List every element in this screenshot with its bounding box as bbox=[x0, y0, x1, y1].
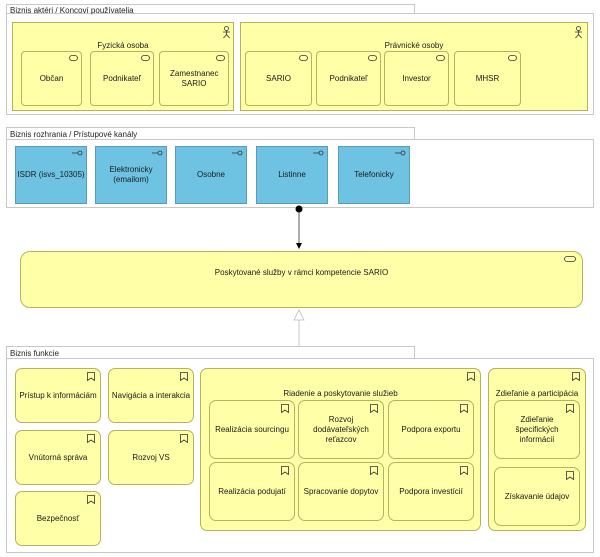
channel-listinne[interactable]: Listinne bbox=[256, 146, 328, 204]
functions-group-tab bbox=[6, 346, 415, 359]
actor-icon bbox=[223, 26, 230, 39]
function-label: Zdieľanie špecifických informácií bbox=[515, 414, 559, 444]
function-label: Navigácia a interakcia bbox=[111, 390, 191, 400]
channel-label: Elektronicky (emailom) bbox=[109, 165, 153, 184]
service-box[interactable]: Poskytované služby v rámci kompetencie S… bbox=[20, 251, 583, 308]
actors-group-title: Biznis aktéri / Koncoví používatelia bbox=[10, 6, 134, 15]
channel-label: Telefonicky bbox=[354, 170, 394, 179]
actor-icon bbox=[575, 26, 582, 39]
interface-icon bbox=[232, 150, 243, 156]
actor-role-podnikatel[interactable]: Podnikateľ bbox=[90, 51, 154, 106]
role-label: Občan bbox=[39, 73, 64, 83]
function-icon bbox=[460, 404, 468, 413]
function-icon bbox=[566, 404, 574, 413]
function-label: Podpora exportu bbox=[401, 424, 461, 434]
actor-role-zamestnanec[interactable]: Zamestnanec SARIO bbox=[159, 51, 229, 106]
role-label: Investor bbox=[402, 73, 431, 83]
channels-group-tab bbox=[6, 127, 415, 140]
role-icon bbox=[299, 55, 308, 61]
function-bezpecnost[interactable]: Bezpečnosť bbox=[15, 491, 101, 546]
role-icon bbox=[508, 55, 517, 61]
function-label: Získavanie údajov bbox=[504, 491, 570, 501]
role-label: MHSR bbox=[475, 73, 500, 83]
channel-elektronicky[interactable]: Elektronicky (emailom) bbox=[95, 146, 167, 204]
actor-role-podnikatel-legal[interactable]: Podnikateľ bbox=[316, 51, 381, 106]
role-icon bbox=[69, 55, 78, 61]
function-dodavatelske-retazce[interactable]: Rozvoj dodávateľských reťazcov bbox=[298, 400, 384, 459]
interface-icon bbox=[313, 150, 324, 156]
channel-label: Osobne bbox=[196, 170, 226, 179]
function-icon bbox=[87, 495, 95, 504]
channel-isdr[interactable]: ISDR (isvs_10305) bbox=[15, 146, 87, 204]
function-label: Realizácia sourcingu bbox=[215, 424, 289, 434]
legal-persons-title: Právnické osoby bbox=[384, 41, 444, 50]
function-navigacia[interactable]: Navigácia a interakcia bbox=[108, 368, 194, 423]
role-label: Zamestnanec SARIO bbox=[170, 68, 219, 88]
physical-person-title: Fyzická osoba bbox=[97, 41, 149, 50]
function-icon bbox=[370, 466, 378, 475]
function-ziskavanie-udajov[interactable]: Získavanie údajov bbox=[494, 467, 580, 526]
function-podpora-exportu[interactable]: Podpora exportu bbox=[388, 400, 474, 459]
function-label: Realizácia podujatí bbox=[218, 486, 286, 496]
role-icon bbox=[436, 55, 445, 61]
channel-telefonicky[interactable]: Telefonicky bbox=[338, 146, 410, 204]
function-investicie[interactable]: Podpora investícií bbox=[388, 462, 474, 521]
function-vnutorna-sprava[interactable]: Vnútorná správa bbox=[15, 430, 101, 485]
role-icon bbox=[216, 55, 225, 61]
function-icon bbox=[87, 372, 95, 381]
function-icon bbox=[370, 404, 378, 413]
function-icon bbox=[566, 471, 574, 480]
function-icon bbox=[467, 372, 475, 381]
service-icon bbox=[564, 256, 576, 262]
function-label: Bezpečnosť bbox=[36, 513, 80, 523]
function-icon bbox=[180, 434, 188, 443]
function-pristup[interactable]: Prístup k informáciám bbox=[15, 368, 101, 423]
function-icon bbox=[87, 434, 95, 443]
function-label: Podpora investícií bbox=[399, 486, 463, 496]
function-icon bbox=[572, 372, 580, 381]
actor-role-sario[interactable]: SARIO bbox=[245, 51, 312, 106]
function-label: Rozvoj dodávateľských reťazcov bbox=[313, 414, 369, 444]
function-icon bbox=[281, 404, 289, 413]
function-dopyty[interactable]: Spracovanie dopytov bbox=[298, 462, 384, 521]
function-label: Spracovanie dopytov bbox=[303, 486, 379, 496]
actors-group-tab bbox=[6, 4, 415, 14]
function-icon bbox=[460, 466, 468, 475]
role-icon bbox=[141, 55, 150, 61]
function-rozvoj-vs[interactable]: Rozvoj VS bbox=[108, 430, 194, 485]
channel-label: Listinne bbox=[278, 170, 306, 179]
actor-role-obcan[interactable]: Občan bbox=[21, 51, 82, 106]
role-label: Podnikateľ bbox=[103, 73, 141, 83]
zdielanie-title: Zdieľanie a participácia bbox=[495, 389, 579, 398]
role-label: SARIO bbox=[266, 73, 291, 83]
function-sourcing[interactable]: Realizácia sourcingu bbox=[209, 400, 295, 459]
serving-dot bbox=[295, 205, 303, 213]
role-icon bbox=[368, 55, 377, 61]
function-label: Vnútorná správa bbox=[28, 452, 88, 462]
channel-label: ISDR (isvs_10305) bbox=[17, 170, 85, 179]
function-podujatia[interactable]: Realizácia podujatí bbox=[209, 462, 295, 521]
serving-arrowhead bbox=[296, 243, 302, 249]
function-icon bbox=[180, 372, 188, 381]
riadenie-title: Riadenie a poskytovanie služieb bbox=[283, 389, 398, 398]
actor-role-investor[interactable]: Investor bbox=[384, 51, 449, 106]
functions-group-title: Biznis funkcie bbox=[10, 349, 59, 358]
interface-icon bbox=[152, 150, 163, 156]
role-label: Podnikateľ bbox=[329, 73, 368, 83]
function-icon bbox=[281, 466, 289, 475]
function-label: Prístup k informáciám bbox=[19, 390, 97, 400]
service-label: Poskytované služby v rámci kompetencie S… bbox=[214, 267, 389, 277]
function-label: Rozvoj VS bbox=[132, 452, 170, 462]
interface-icon bbox=[72, 150, 83, 156]
channel-osobne[interactable]: Osobne bbox=[175, 146, 247, 204]
interface-icon bbox=[395, 150, 406, 156]
function-zdielanie-informacii[interactable]: Zdieľanie špecifických informácií bbox=[494, 400, 580, 459]
realization-arrowhead bbox=[293, 309, 305, 321]
actor-role-mhsr[interactable]: MHSR bbox=[454, 51, 521, 106]
channels-group-title: Biznis rozhrania / Prístupové kanály bbox=[10, 130, 138, 139]
